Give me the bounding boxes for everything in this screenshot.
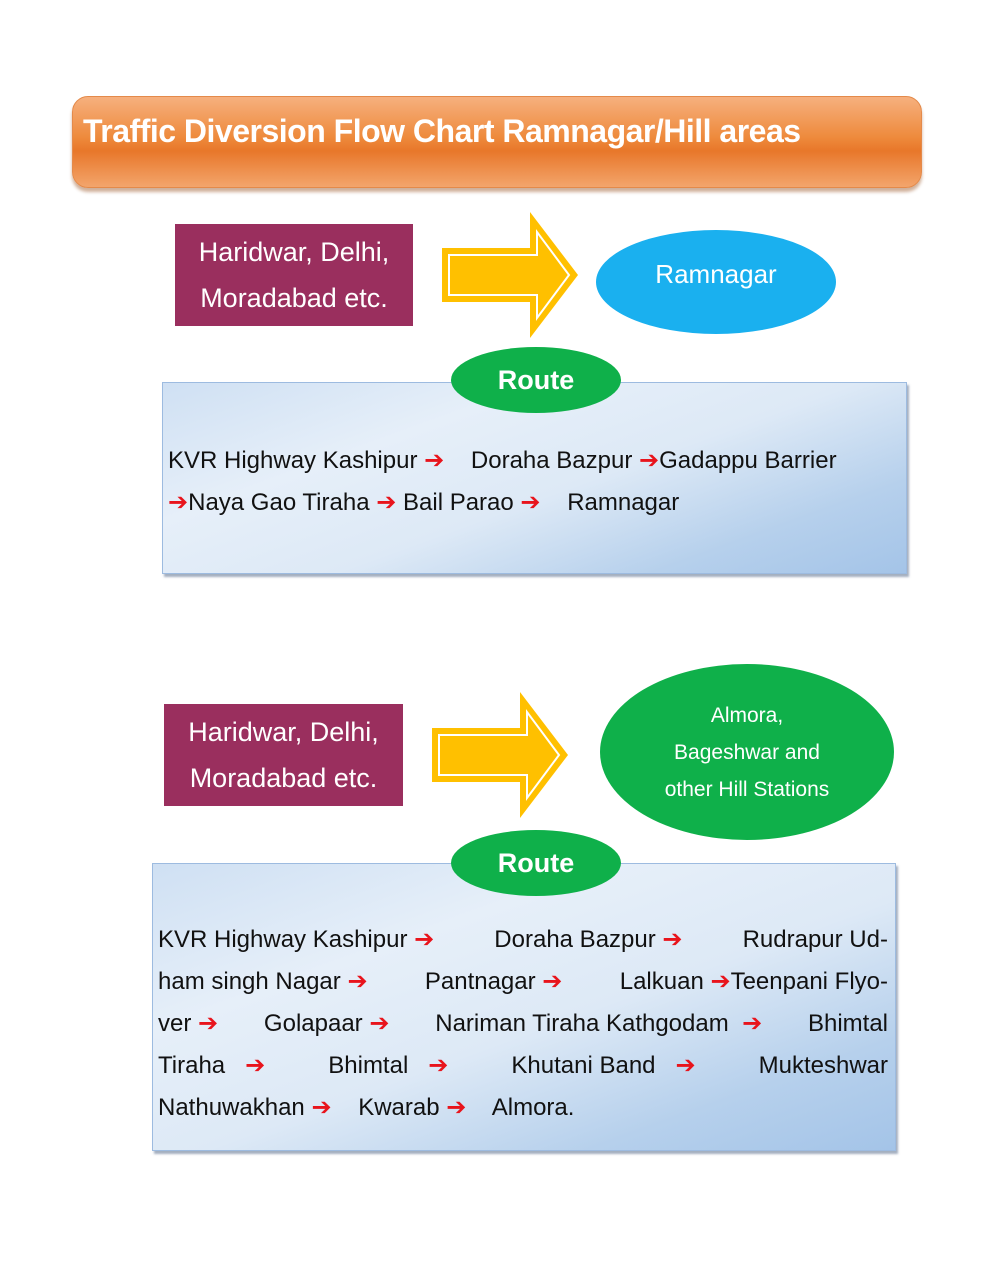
route-line: Nathuwakhan ➔ Kwarab ➔ Almora. xyxy=(158,1087,888,1129)
route-line: KVR Highway Kashipur ➔ Doraha Bazpur ➔ R… xyxy=(158,919,888,961)
red-arrow-icon: ➔ xyxy=(428,1052,449,1079)
destination-label: Bageshwar and xyxy=(674,740,820,764)
red-arrow-icon: ➔ xyxy=(245,1052,266,1079)
red-arrow-icon: ➔ xyxy=(710,968,731,995)
route-steps-2: KVR Highway Kashipur ➔ Doraha Bazpur ➔ R… xyxy=(158,919,888,1129)
route-label-2: Route xyxy=(451,830,621,896)
route-box-2 xyxy=(152,863,896,1151)
route-stop: Doraha Bazpur xyxy=(494,926,656,953)
route-stop: Teenpani Flyo- xyxy=(730,968,888,995)
right-arrow-icon xyxy=(432,692,568,818)
destination-ramnagar: Ramnagar xyxy=(596,230,836,334)
route-stop: KVR Highway Kashipur xyxy=(158,926,408,953)
route-stop: Naya Gao Tiraha xyxy=(188,489,370,516)
red-arrow-icon: ➔ xyxy=(347,968,368,995)
route-stop: Nathuwakhan xyxy=(158,1094,305,1121)
destination-label: Ramnagar xyxy=(655,258,777,289)
route-stop: Ramnagar xyxy=(567,489,680,516)
destination-hill-stations: Almora, Bageshwar and other Hill Station… xyxy=(600,664,894,840)
route-stop: Mukteshwar xyxy=(758,1052,888,1079)
source-line-2: Moradabad etc. xyxy=(200,283,388,313)
route-label-1: Route xyxy=(451,347,621,413)
route-stop: Golapaar xyxy=(263,1010,363,1037)
destination-label: Almora, xyxy=(710,703,784,727)
page-title: Traffic Diversion Flow Chart Ramnagar/Hi… xyxy=(83,113,801,149)
red-arrow-icon: ➔ xyxy=(198,1010,219,1037)
route-stop: ham singh Nagar xyxy=(158,968,341,995)
red-arrow-icon: ➔ xyxy=(520,489,541,516)
red-arrow-icon: ➔ xyxy=(639,447,660,474)
red-arrow-icon: ➔ xyxy=(311,1094,332,1121)
route-stop: KVR Highway Kashipur xyxy=(168,447,418,474)
right-arrow-icon xyxy=(442,212,578,338)
route-stop: Doraha Bazpur xyxy=(470,447,633,474)
route-line: Tiraha ➔ Bhimtal ➔ Khutani Band ➔ Muktes… xyxy=(158,1045,888,1087)
route-stop: Nariman Tiraha Kathgodam xyxy=(435,1010,729,1037)
red-arrow-icon: ➔ xyxy=(742,1010,763,1037)
route-line: ➔Naya Gao Tiraha ➔ Bail Parao ➔ Ramnagar xyxy=(168,482,903,524)
route-stop: Rudrapur Ud- xyxy=(742,926,888,953)
red-arrow-icon: ➔ xyxy=(424,447,445,474)
route-line: KVR Highway Kashipur ➔ Doraha Bazpur ➔Ga… xyxy=(168,440,903,482)
route-stop: Gadappu Barrier xyxy=(659,447,837,474)
source-box-1: Haridwar, Delhi, Moradabad etc. xyxy=(175,224,413,326)
destination-label: other Hill Stations xyxy=(664,777,830,801)
route-stop: Bhimtal xyxy=(328,1052,409,1079)
red-arrow-icon: ➔ xyxy=(168,489,189,516)
route-stop: Pantnagar xyxy=(424,968,536,995)
red-arrow-icon: ➔ xyxy=(414,926,435,953)
route-line: ver ➔ Golapaar ➔ Nariman Tiraha Kathgoda… xyxy=(158,1003,888,1045)
route-stop: Khutani Band xyxy=(511,1052,656,1079)
source-line-1: Haridwar, Delhi, xyxy=(198,237,390,267)
route-stop: Tiraha xyxy=(158,1052,226,1079)
route-line: ham singh Nagar ➔ Pantnagar ➔ Lalkuan ➔T… xyxy=(158,961,888,1003)
source-box-2: Haridwar, Delhi, Moradabad etc. xyxy=(164,704,403,806)
red-arrow-icon: ➔ xyxy=(675,1052,696,1079)
title-banner: Traffic Diversion Flow Chart Ramnagar/Hi… xyxy=(72,96,922,188)
red-arrow-icon: ➔ xyxy=(662,926,683,953)
red-arrow-icon: ➔ xyxy=(369,1010,390,1037)
red-arrow-icon: ➔ xyxy=(376,489,397,516)
source-line-1: Haridwar, Delhi, xyxy=(188,717,379,747)
route-box-1 xyxy=(162,382,907,574)
route-stop: ver xyxy=(158,1010,192,1037)
source-line-2: Moradabad etc. xyxy=(189,763,378,793)
red-arrow-icon: ➔ xyxy=(446,1094,467,1121)
route-stop: Kwarab xyxy=(358,1094,440,1121)
route-stop: Almora. xyxy=(491,1094,575,1121)
red-arrow-icon: ➔ xyxy=(542,968,563,995)
route-stop: Lalkuan xyxy=(619,968,704,995)
route-stop: Bail Parao xyxy=(403,489,514,516)
route-stop: Bhimtal xyxy=(807,1010,888,1037)
route-steps-1: KVR Highway Kashipur ➔ Doraha Bazpur ➔Ga… xyxy=(168,440,903,524)
